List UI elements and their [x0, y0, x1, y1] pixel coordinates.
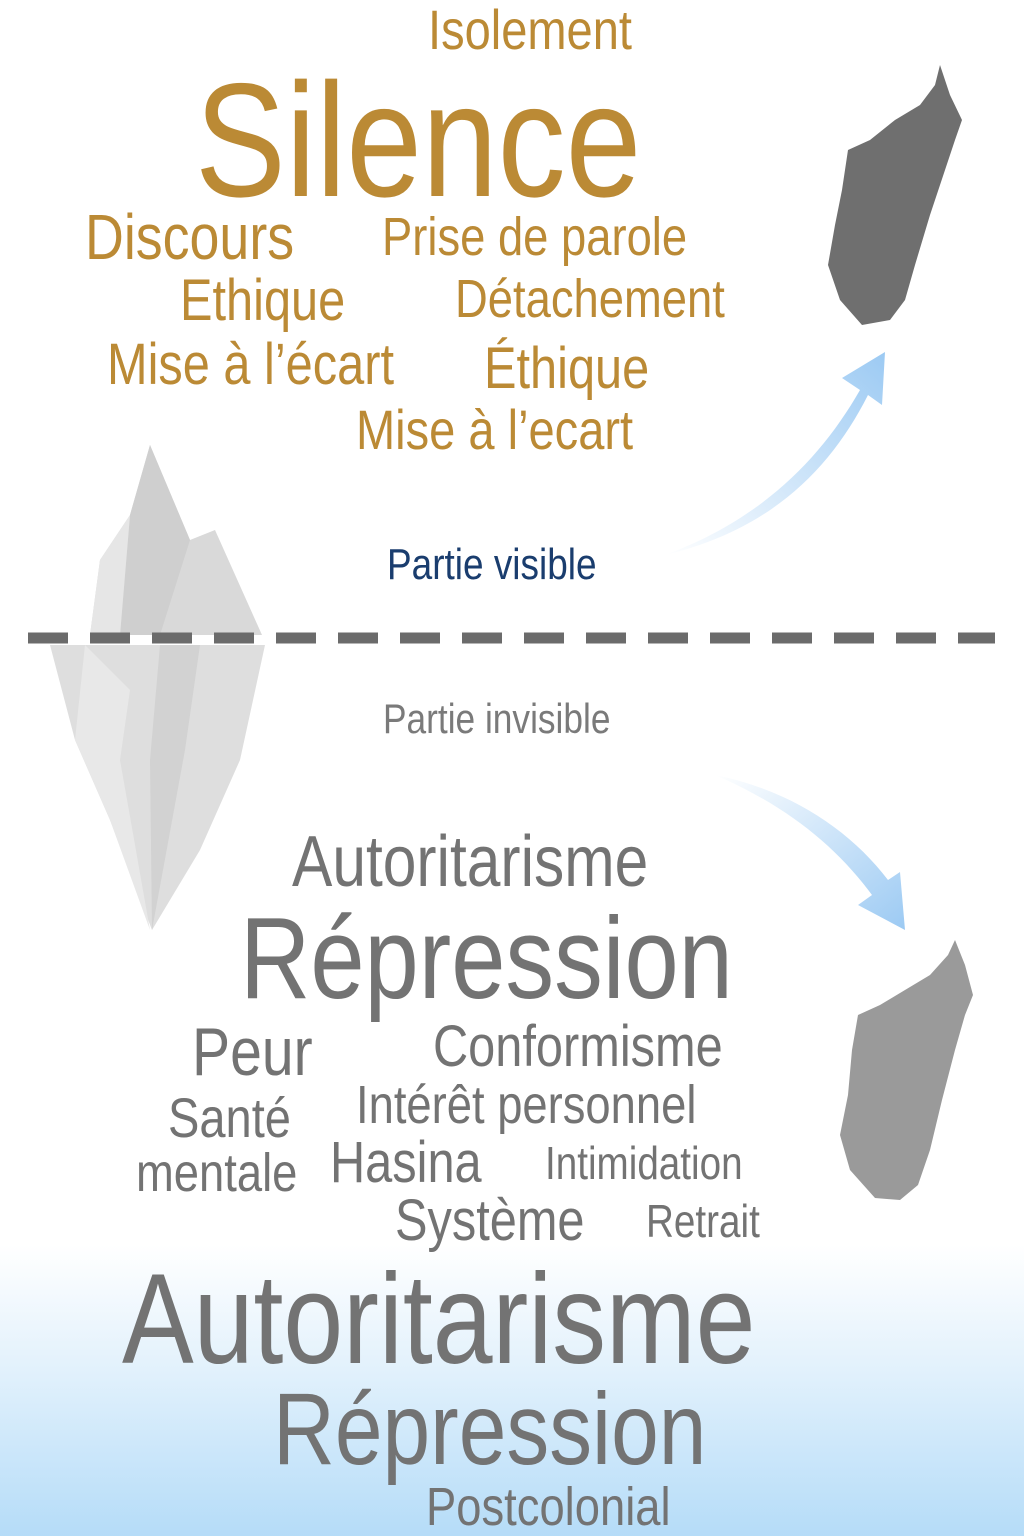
- word-conformisme: Conformisme: [433, 1014, 723, 1079]
- arrow-down-icon: [715, 775, 905, 930]
- word-detachement: Détachement: [455, 269, 725, 329]
- word-ethique: Ethique: [180, 268, 346, 333]
- word-mise-a-lecart: Mise à l’écart: [107, 332, 394, 397]
- word-autoritarisme: Autoritarisme: [292, 822, 649, 902]
- word-prise-de-parole: Prise de parole: [382, 207, 688, 267]
- invisible-part-label: Partie invisible: [383, 695, 611, 742]
- deep-water-background: [0, 1245, 1024, 1536]
- word-systeme: Système: [395, 1188, 585, 1253]
- word-isolement: Isolement: [428, 0, 632, 61]
- word-retrait: Retrait: [646, 1195, 760, 1247]
- word-silence: Silence: [195, 50, 642, 231]
- visible-part-label: Partie visible: [387, 540, 597, 589]
- madagascar-map-icon: [828, 65, 962, 325]
- word-interet-personnel: Intérêt personnel: [356, 1075, 697, 1135]
- iceberg-icon: [50, 445, 265, 930]
- word-repression: Répression: [240, 893, 733, 1023]
- base-word-repression: Répression: [273, 1372, 707, 1486]
- madagascar-map-icon: [840, 940, 973, 1200]
- word-ethique-accent: Éthique: [484, 336, 650, 401]
- word-discours: Discours: [85, 201, 295, 273]
- word-sante: Santé: [168, 1086, 291, 1149]
- word-mentale: mentale: [136, 1143, 298, 1203]
- arrow-up-icon: [665, 352, 885, 555]
- word-intimidation: Intimidation: [545, 1137, 743, 1189]
- word-detachement-clip: Détachement: [455, 268, 772, 334]
- base-word-postcolonial: Postcolonial: [426, 1477, 671, 1537]
- word-peur: Peur: [192, 1014, 313, 1090]
- word-hasina: Hasina: [330, 1130, 482, 1195]
- base-word-autoritarisme: Autoritarisme: [122, 1248, 756, 1391]
- word-mise-a-lecart-2: Mise à l’ecart: [356, 398, 634, 461]
